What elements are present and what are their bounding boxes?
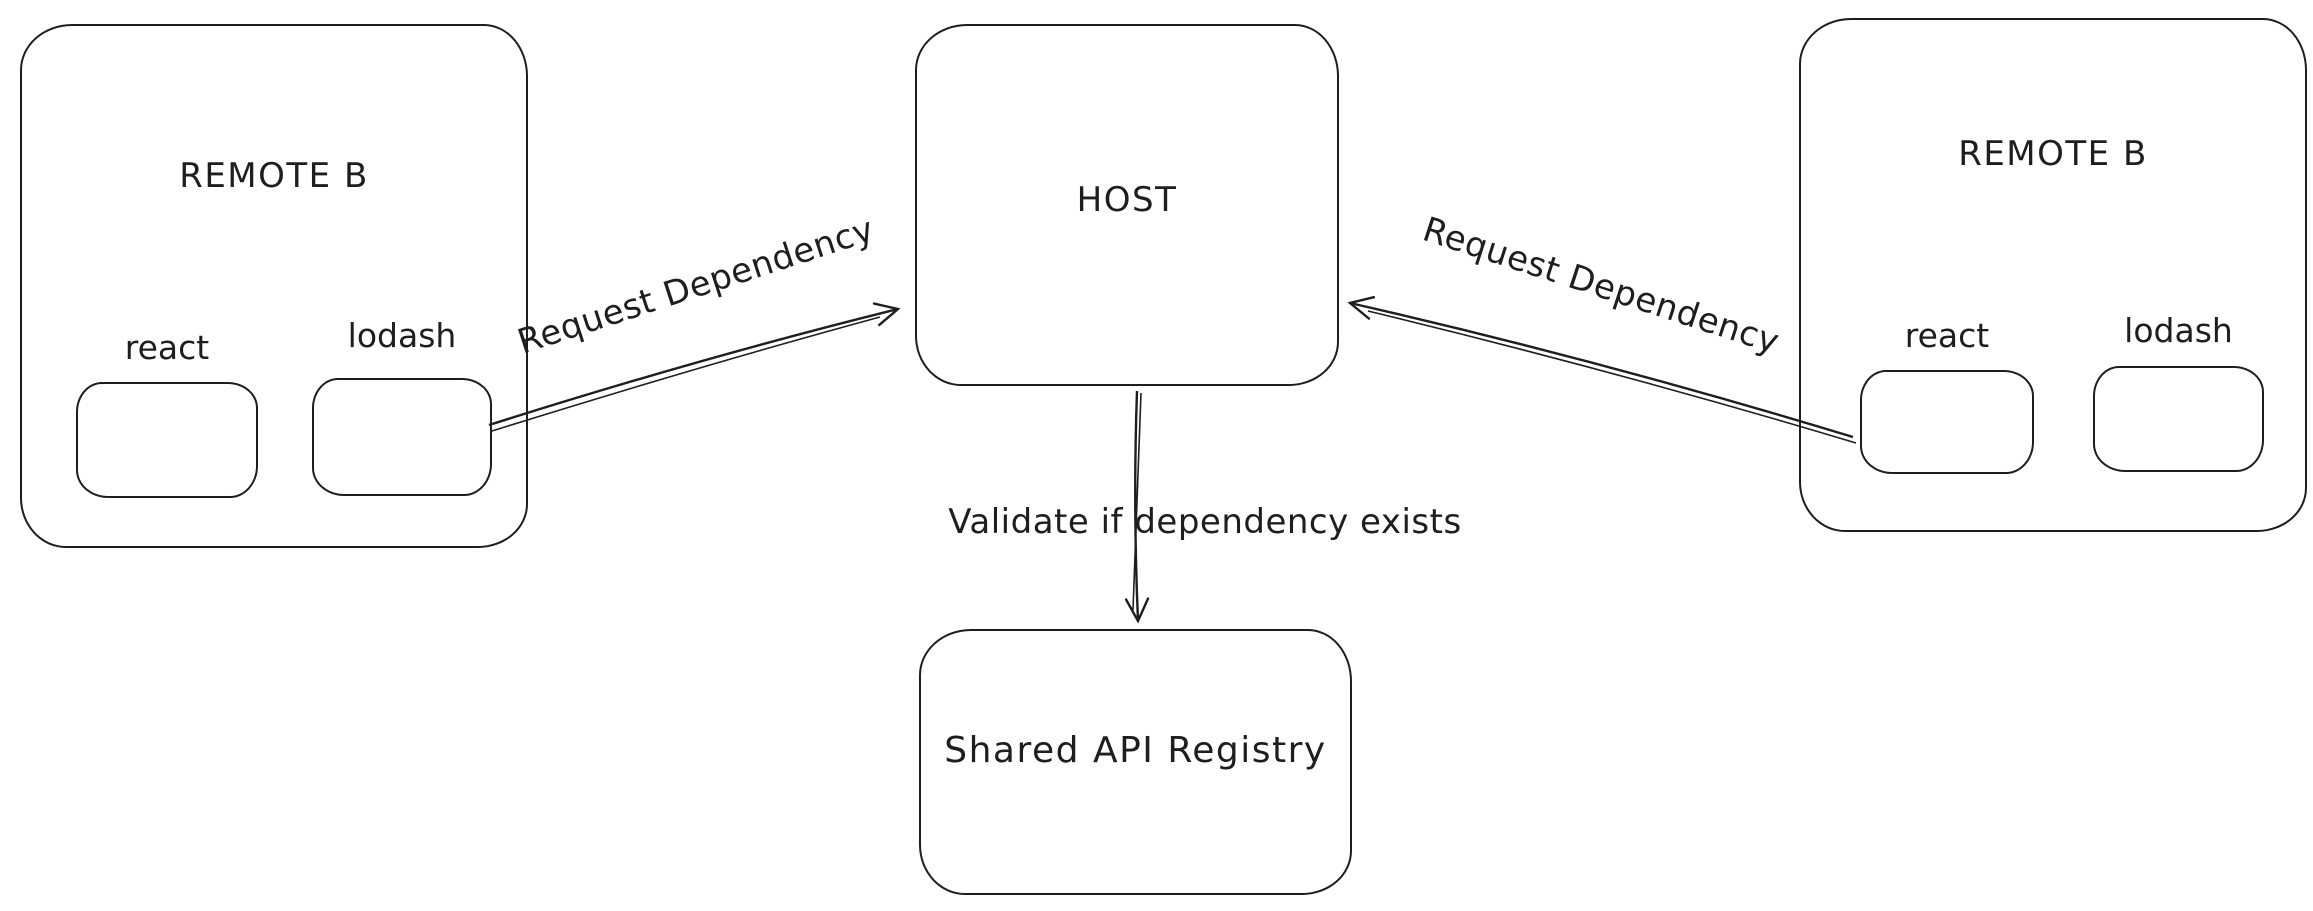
pkg-lodash-left-box[interactable] (312, 378, 492, 496)
node-shared-api-registry[interactable]: Shared API Registry (919, 629, 1352, 895)
node-remote-b-right[interactable]: REMOTE B react lodash (1799, 18, 2307, 532)
edge-remote-right-to-host-arrow[interactable] (1347, 295, 1857, 444)
pkg-react-left-label: react (124, 328, 210, 367)
node-shared-api-registry-title: Shared API Registry (944, 730, 1327, 771)
pkg-react-left-box[interactable] (76, 382, 258, 498)
pkg-lodash-left-label: lodash (347, 316, 457, 355)
pkg-lodash-right-box[interactable] (2093, 366, 2264, 472)
node-remote-b-left[interactable]: REMOTE B react lodash (20, 24, 528, 548)
node-host-title: HOST (1076, 180, 1178, 220)
node-remote-b-left-title: REMOTE B (179, 156, 369, 196)
edge-remote-left-to-host-arrow[interactable] (488, 302, 901, 432)
pkg-lodash-right-label: lodash (2124, 311, 2233, 350)
pkg-react-right-box[interactable] (1860, 370, 2034, 474)
pkg-react-right-label: react (1904, 316, 1990, 355)
node-remote-b-right-title: REMOTE B (1958, 134, 2148, 174)
edge-label-validate-dependency: Validate if dependency exists (948, 502, 1462, 542)
node-host[interactable]: HOST (915, 24, 1339, 386)
edge-host-to-registry-arrow[interactable] (1124, 390, 1150, 624)
